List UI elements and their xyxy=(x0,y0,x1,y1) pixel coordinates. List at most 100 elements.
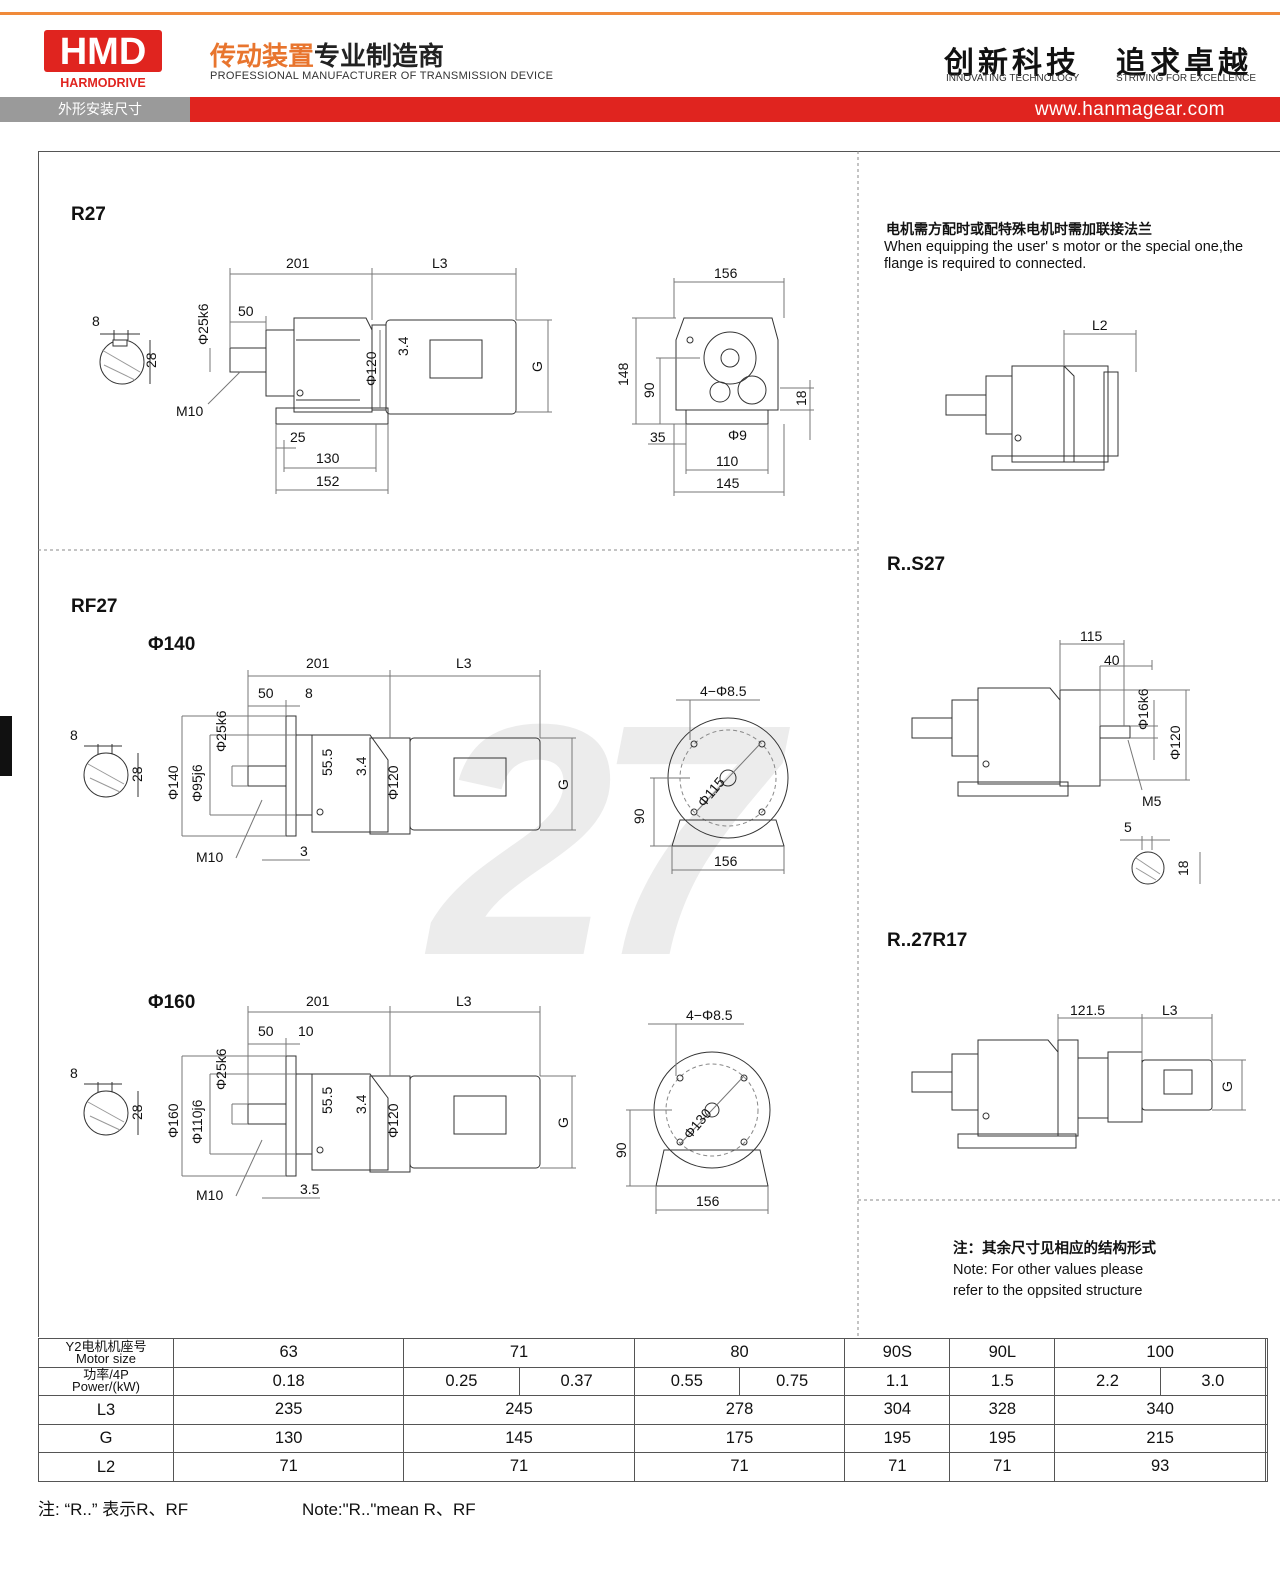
rf140side-dim-156: 156 xyxy=(714,853,738,869)
r27side-dim-phi9: Φ9 xyxy=(728,427,747,443)
rf160-dim-50: 50 xyxy=(258,1023,274,1039)
rf140side-dim-90: 90 xyxy=(631,808,647,824)
r27r17-dim-121.5: 121.5 xyxy=(1070,1002,1105,1018)
rf140-dim-50: 50 xyxy=(258,685,274,701)
rf160-dim-phi110j6: Φ110j6 xyxy=(189,1099,205,1144)
website-link[interactable]: www.hanmagear.com xyxy=(1034,99,1225,120)
rs27-dim-18: 18 xyxy=(1175,860,1191,876)
r27-dim-l3: L3 xyxy=(432,255,448,271)
bottom-note-cn: 注: “R..” 表示R、RF xyxy=(38,1500,189,1519)
r27side-dim-35: 35 xyxy=(650,429,666,445)
table-cell: 1.5 xyxy=(949,1366,1056,1396)
r27-dim-201: 201 xyxy=(286,255,310,271)
rf140-dim-8: 8 xyxy=(70,727,78,743)
r27-dim-g: G xyxy=(529,361,545,372)
rf160-dim-phi160: Φ160 xyxy=(165,1103,181,1138)
table-cell: 0.18 xyxy=(172,1366,405,1396)
row-head-l3: L3 xyxy=(38,1395,174,1425)
table-cell: 328 xyxy=(949,1395,1056,1425)
table-cell: 100 xyxy=(1054,1338,1266,1368)
table-cell: 1.1 xyxy=(844,1366,951,1396)
table-cell-empty xyxy=(1265,1423,1268,1453)
r27-dim-152: 152 xyxy=(316,473,340,489)
flange-view: L2 xyxy=(945,317,1137,471)
other-note-en-2: refer to the oppsited structure xyxy=(953,1283,1143,1299)
table-row-l2: L2 71 71 71 71 71 93 xyxy=(38,1452,1268,1482)
rf140-dim-g: G xyxy=(555,779,571,790)
rf160-dim-8: 8 xyxy=(70,1065,78,1081)
table-cell: 71 xyxy=(403,1452,635,1482)
r27side-dim-156: 156 xyxy=(714,265,738,281)
rf140side-dim-phi115: Φ115 xyxy=(694,774,728,810)
rf160-dim-201: 201 xyxy=(306,993,330,1009)
rf140-dim-8-flange: 8 xyxy=(305,685,313,701)
rf160-dim-phi25k6: Φ25k6 xyxy=(213,1048,229,1090)
rf160-dim-m10: M10 xyxy=(196,1187,223,1203)
rf160-dim-3.5: 3.5 xyxy=(300,1181,320,1197)
rs27-dim-5: 5 xyxy=(1124,819,1132,835)
table-cell: 71 xyxy=(633,1452,846,1482)
table-cell: 90S xyxy=(844,1338,951,1368)
table-cell: 93 xyxy=(1054,1452,1266,1482)
r27-dim-8: 8 xyxy=(92,313,100,329)
rf160-front-view: 8 28 201 L3 50 10 Φ25k6 Φ160 Φ110j6 55.5… xyxy=(70,993,576,1203)
table-cell: 245 xyxy=(403,1395,635,1425)
rs27-dim-phi120: Φ120 xyxy=(1167,725,1183,760)
rs27-dim-m5: M5 xyxy=(1142,793,1162,809)
size-watermark: 27 xyxy=(430,655,777,1024)
r27side-dim-110: 110 xyxy=(716,453,739,469)
r27side-dim-90: 90 xyxy=(641,382,657,398)
r27-dim-phi120: Φ120 xyxy=(363,351,379,386)
website-bar: www.hanmagear.com xyxy=(190,97,1280,122)
table-cell: 145 xyxy=(403,1423,635,1453)
rs27-dim-115: 115 xyxy=(1080,628,1103,644)
r27r17-dim-g: G xyxy=(1219,1081,1235,1092)
title-r27r17: R..27R17 xyxy=(887,930,968,951)
rf160-dim-3.4: 3.4 xyxy=(353,1094,369,1114)
r27r17-view: 121.5 L3 G xyxy=(911,1002,1246,1149)
title-phi140: Φ140 xyxy=(148,634,196,655)
r27-dim-130: 130 xyxy=(316,450,340,466)
rf160side-dim-phi130: Φ130 xyxy=(680,1105,715,1142)
rf140-front-view: 8 28 201 L3 50 8 Φ25k6 Φ140 Φ95j6 55.5 3… xyxy=(70,655,576,865)
rf140-dim-phi120: Φ120 xyxy=(385,765,401,800)
table-cell: 278 xyxy=(633,1395,846,1425)
motto-innovating-en: INNOVATING TECHNOLOGY xyxy=(946,73,1080,84)
table-cell: 2.2 xyxy=(1054,1366,1161,1396)
table-cell-empty xyxy=(1265,1338,1268,1368)
flange-note-en: When equipping the user' s motor or the … xyxy=(884,239,1244,272)
rf140-side-view: 4−Φ8.5 Φ115 90 156 xyxy=(631,683,789,874)
table-cell: 0.75 xyxy=(739,1366,846,1396)
section-label: 外形安装尺寸 xyxy=(58,101,142,117)
title-rf27: RF27 xyxy=(71,596,118,617)
rf160-dim-10: 10 xyxy=(298,1023,314,1039)
table-cell: 235 xyxy=(172,1395,405,1425)
rf160-dim-g: G xyxy=(555,1117,571,1128)
table-cell: 71 xyxy=(172,1452,405,1482)
r27side-dim-18: 18 xyxy=(793,390,809,406)
table-row-l3: L3 235 245 278 304 328 340 xyxy=(38,1395,1268,1425)
r27side-dim-148: 148 xyxy=(615,362,631,386)
row-head-l2: L2 xyxy=(38,1452,174,1482)
table-cell: 0.25 xyxy=(403,1366,520,1396)
rs27-dim-phi16k6: Φ16k6 xyxy=(1135,688,1151,730)
motto-innovating-cn: 创新科技 xyxy=(944,46,1080,81)
table-cell-empty xyxy=(1265,1366,1268,1396)
slogan-cn: 传动装置专业制造商 xyxy=(210,41,445,71)
r27-side-view: 156 148 90 18 35 Φ9 110 145 xyxy=(615,265,814,496)
r27-front-view: 8 28 201 L3 50 Φ25k6 M10 25 130 152 Φ120… xyxy=(92,255,552,494)
logo-text: HMD xyxy=(60,31,147,73)
flange-dim-l2: L2 xyxy=(1092,317,1108,333)
drawing-frame xyxy=(38,151,1280,1337)
rf140-dim-3: 3 xyxy=(300,843,308,859)
r27-dim-50: 50 xyxy=(238,303,254,319)
table-row-g: G 130 145 175 195 195 215 xyxy=(38,1423,1268,1453)
section-label-bar: 外形安装尺寸 xyxy=(0,97,190,122)
header-top-line xyxy=(0,12,1280,15)
table-cell-empty xyxy=(1265,1395,1268,1425)
rs27-view: 115 40 Φ16k6 Φ120 M5 5 18 xyxy=(911,628,1201,885)
